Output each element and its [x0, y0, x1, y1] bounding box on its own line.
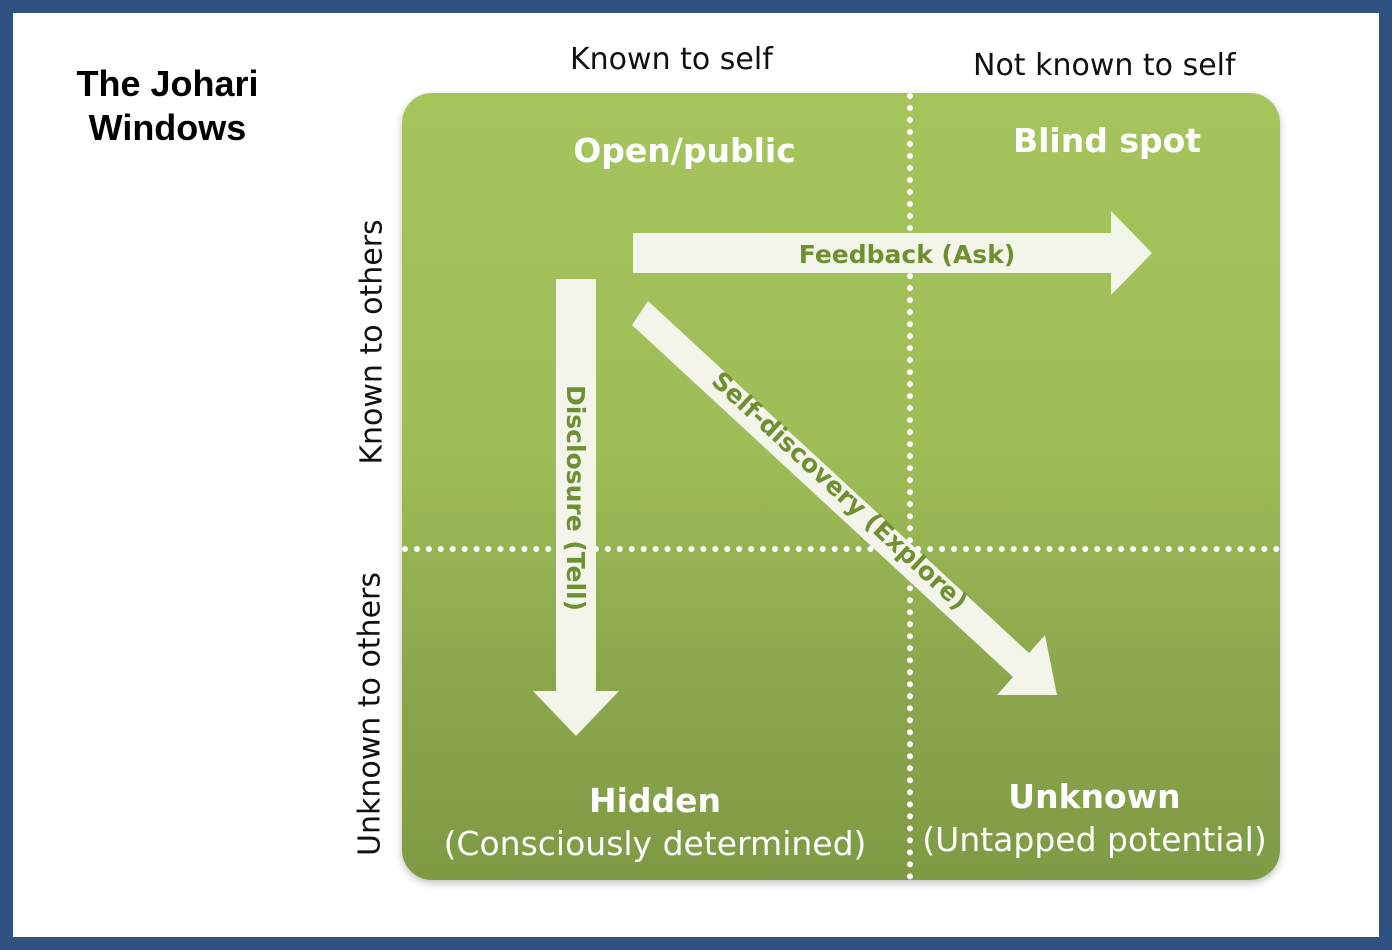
quadrant-open: Open/public [402, 131, 967, 170]
quadrant-open-title: Open/public [573, 131, 796, 170]
feedback-arrow [633, 211, 1152, 295]
quadrant-unknown-subtitle: (Untapped potential) [922, 820, 1267, 859]
self-discovery-arrow-label: Self-discovery (Explore) [706, 366, 974, 616]
disclosure-arrow [533, 279, 619, 736]
row-header-known-to-others: Known to others [354, 219, 390, 465]
quadrant-unknown: Unknown (Untapped potential) [917, 777, 1272, 859]
quadrant-hidden-title: Hidden [588, 781, 722, 820]
self-discovery-arrow [632, 301, 1057, 695]
vertical-divider [907, 93, 913, 880]
quadrant-unknown-title: Unknown [1008, 777, 1181, 816]
feedback-arrow-label: Feedback (Ask) [799, 240, 1016, 269]
row-header-unknown-to-others: Unknown to others [352, 571, 388, 857]
arrows-layer: Feedback (Ask) Disclosure (Tell) Self-di… [533, 211, 1152, 736]
quadrant-blind: Blind spot [987, 121, 1227, 160]
page-title: The Johari Windows [76, 63, 259, 148]
quadrant-hidden-subtitle: (Consciously determined) [443, 824, 867, 863]
column-header-known-to-self: Known to self [570, 42, 773, 77]
disclosure-arrow-label: Disclosure (Tell) [561, 385, 590, 611]
horizontal-divider [402, 546, 1280, 552]
quadrant-hidden: Hidden (Consciously determined) [440, 781, 870, 863]
quadrant-blind-title: Blind spot [1012, 121, 1202, 160]
column-header-not-known-to-self: Not known to self [973, 48, 1236, 83]
